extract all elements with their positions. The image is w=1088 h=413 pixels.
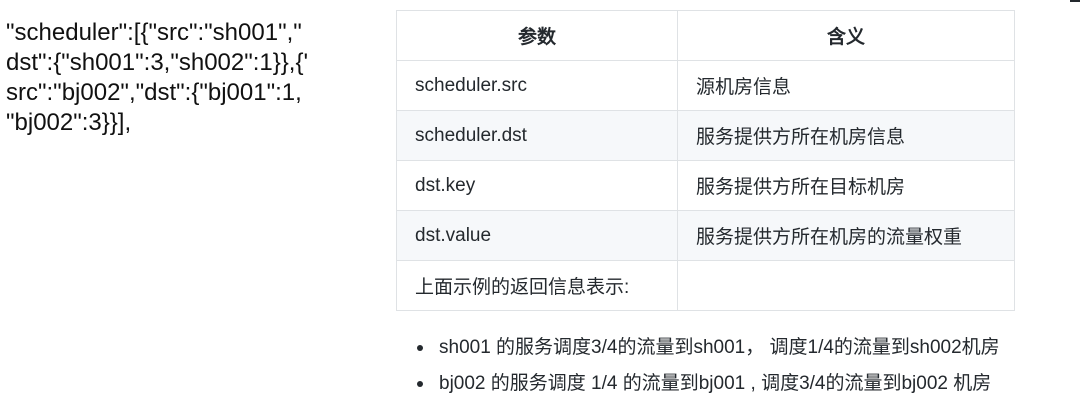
meaning-cell xyxy=(677,260,1015,311)
param-cell: dst.key xyxy=(396,160,678,211)
header-param: 参数 xyxy=(396,10,678,61)
param-cell: dst.value xyxy=(396,210,678,261)
table-row: 上面示例的返回信息表示: xyxy=(396,260,1015,311)
table-header-row: 参数 含义 xyxy=(396,10,1015,61)
table-row: dst.value 服务提供方所在机房的流量权重 xyxy=(396,210,1015,261)
bullet-icon xyxy=(417,381,423,387)
meaning-cell: 服务提供方所在机房信息 xyxy=(677,110,1015,161)
corner-mark xyxy=(1070,0,1080,2)
param-cell: scheduler.src xyxy=(396,60,678,111)
table-row: dst.key 服务提供方所在目标机房 xyxy=(396,160,1015,211)
bullet-icon xyxy=(417,345,423,351)
note-text: sh001 的服务调度3/4的流量到sh001， 调度1/4的流量到sh002机… xyxy=(439,337,1000,358)
notes-list: sh001 的服务调度3/4的流量到sh001， 调度1/4的流量到sh002机… xyxy=(413,330,1000,402)
header-meaning: 含义 xyxy=(677,10,1015,61)
list-item: sh001 的服务调度3/4的流量到sh001， 调度1/4的流量到sh002机… xyxy=(413,330,1000,366)
param-cell: scheduler.dst xyxy=(396,110,678,161)
table-row: scheduler.src 源机房信息 xyxy=(396,60,1015,111)
meaning-cell: 服务提供方所在机房的流量权重 xyxy=(677,210,1015,261)
list-item: bj002 的服务调度 1/4 的流量到bj001 , 调度3/4的流量到bj0… xyxy=(413,366,1000,402)
note-text: bj002 的服务调度 1/4 的流量到bj001 , 调度3/4的流量到bj0… xyxy=(439,373,992,394)
scheduler-json-snippet: "scheduler":[{"src":"sh001"," dst":{"sh0… xyxy=(6,19,309,136)
param-cell: 上面示例的返回信息表示: xyxy=(396,260,678,311)
meaning-cell: 服务提供方所在目标机房 xyxy=(677,160,1015,211)
parameter-table: 参数 含义 scheduler.src 源机房信息 scheduler.dst … xyxy=(396,10,1015,311)
meaning-cell: 源机房信息 xyxy=(677,60,1015,111)
table-row: scheduler.dst 服务提供方所在机房信息 xyxy=(396,110,1015,161)
